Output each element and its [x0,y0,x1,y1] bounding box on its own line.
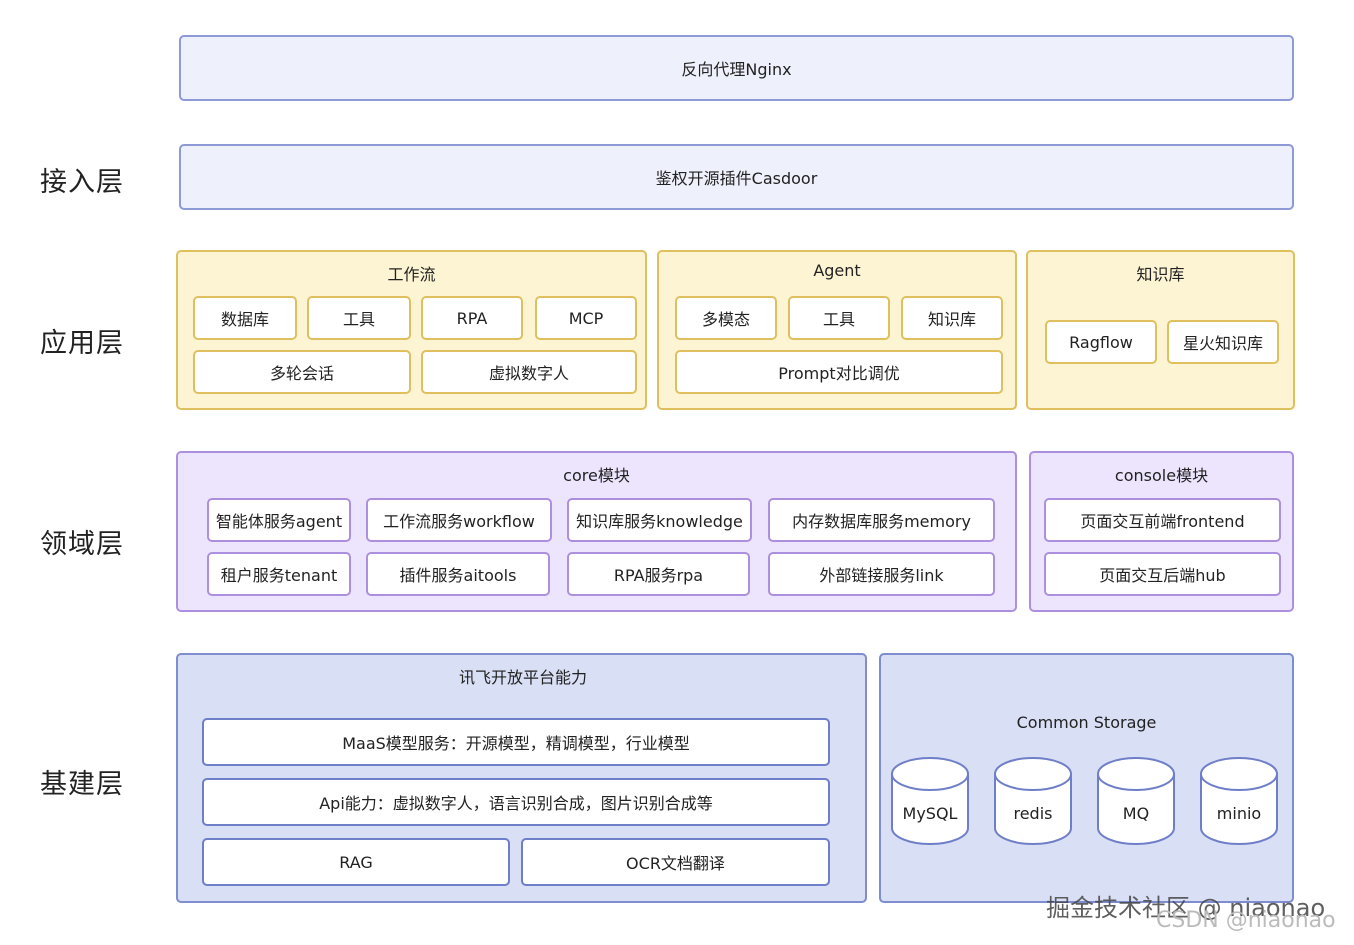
core-item-knowledge: 知识库服务knowledge [567,498,752,542]
nginx-box: 反向代理Nginx [179,35,1294,101]
agent-item-multimodal: 多模态 [675,296,777,340]
storage-group-title: Common Storage [1016,713,1157,732]
workflow-group-title: 工作流 [387,265,436,284]
workflow-item-digital-human: 虚拟数字人 [421,350,637,394]
core-item-tenant: 租户服务tenant [207,552,351,596]
database-label-mysql: MySQL [902,804,958,823]
core-module-group: core模块 智能体服务agent 工作流服务workflow 知识库服务kno… [176,451,1017,612]
workflow-item-multi-turn: 多轮会话 [193,350,411,394]
database-cylinder-icon [1200,757,1278,845]
agent-item-knowledge: 知识库 [901,296,1003,340]
workflow-group: 工作流 数据库 工具 RPA MCP 多轮会话 虚拟数字人 [176,250,647,410]
core-item-agent: 智能体服务agent [207,498,351,542]
agent-item-tools: 工具 [788,296,890,340]
platform-item-maas: MaaS模型服务：开源模型，精调模型，行业模型 [202,718,830,766]
layer-label-application: 应用层 [40,328,124,359]
platform-item-rag: RAG [202,838,510,886]
watermark-juejin: 掘金技术社区 @ niaonao [1046,894,1326,922]
platform-group-title: 讯飞开放平台能力 [458,668,587,687]
core-item-link: 外部链接服务link [768,552,995,596]
database-label-minio: minio [1216,804,1262,823]
watermark-csdn: CSDN @niaonao [1156,908,1336,933]
layer-label-domain: 领域层 [40,529,124,560]
console-module-group: console模块 页面交互前端frontend 页面交互后端hub [1029,451,1294,612]
database-minio: minio [1199,756,1279,848]
agent-group-title: Agent [813,261,861,280]
platform-item-api: Api能力：虚拟数字人，语言识别合成，图片识别合成等 [202,778,830,826]
core-item-memory: 内存数据库服务memory [768,498,995,542]
agent-item-prompt-tuning: Prompt对比调优 [675,350,1003,394]
core-item-rpa: RPA服务rpa [567,552,750,596]
database-label-mq: MQ [1122,804,1150,823]
layer-label-infrastructure: 基建层 [40,769,124,800]
workflow-item-database: 数据库 [193,296,297,340]
knowledge-group: 知识库 Ragflow 星火知识库 [1026,250,1295,410]
casdoor-box: 鉴权开源插件Casdoor [179,144,1294,210]
console-module-title: console模块 [1114,466,1209,485]
knowledge-item-spark: 星火知识库 [1167,320,1279,364]
platform-item-ocr: OCR文档翻译 [521,838,830,886]
agent-group: Agent 多模态 工具 知识库 Prompt对比调优 [657,250,1017,410]
workflow-item-rpa: RPA [421,296,523,340]
database-cylinder-icon [1097,757,1175,845]
workflow-item-mcp: MCP [535,296,637,340]
knowledge-group-title: 知识库 [1136,265,1185,284]
knowledge-item-ragflow: Ragflow [1045,320,1157,364]
database-cylinder-icon [994,757,1072,845]
database-mq: MQ [1096,756,1176,848]
core-module-title: core模块 [563,466,630,485]
platform-group: 讯飞开放平台能力 MaaS模型服务：开源模型，精调模型，行业模型 Api能力：虚… [176,653,867,903]
database-redis: redis [993,756,1073,848]
workflow-item-tools: 工具 [307,296,411,340]
database-mysql: MySQL [890,756,970,848]
database-label-redis: redis [1013,804,1053,823]
console-item-frontend: 页面交互前端frontend [1044,498,1281,542]
layer-label-access: 接入层 [40,167,124,198]
console-item-hub: 页面交互后端hub [1044,552,1281,596]
core-item-aitools: 插件服务aitools [366,552,550,596]
database-cylinder-icon [891,757,969,845]
core-item-workflow: 工作流服务workflow [366,498,552,542]
